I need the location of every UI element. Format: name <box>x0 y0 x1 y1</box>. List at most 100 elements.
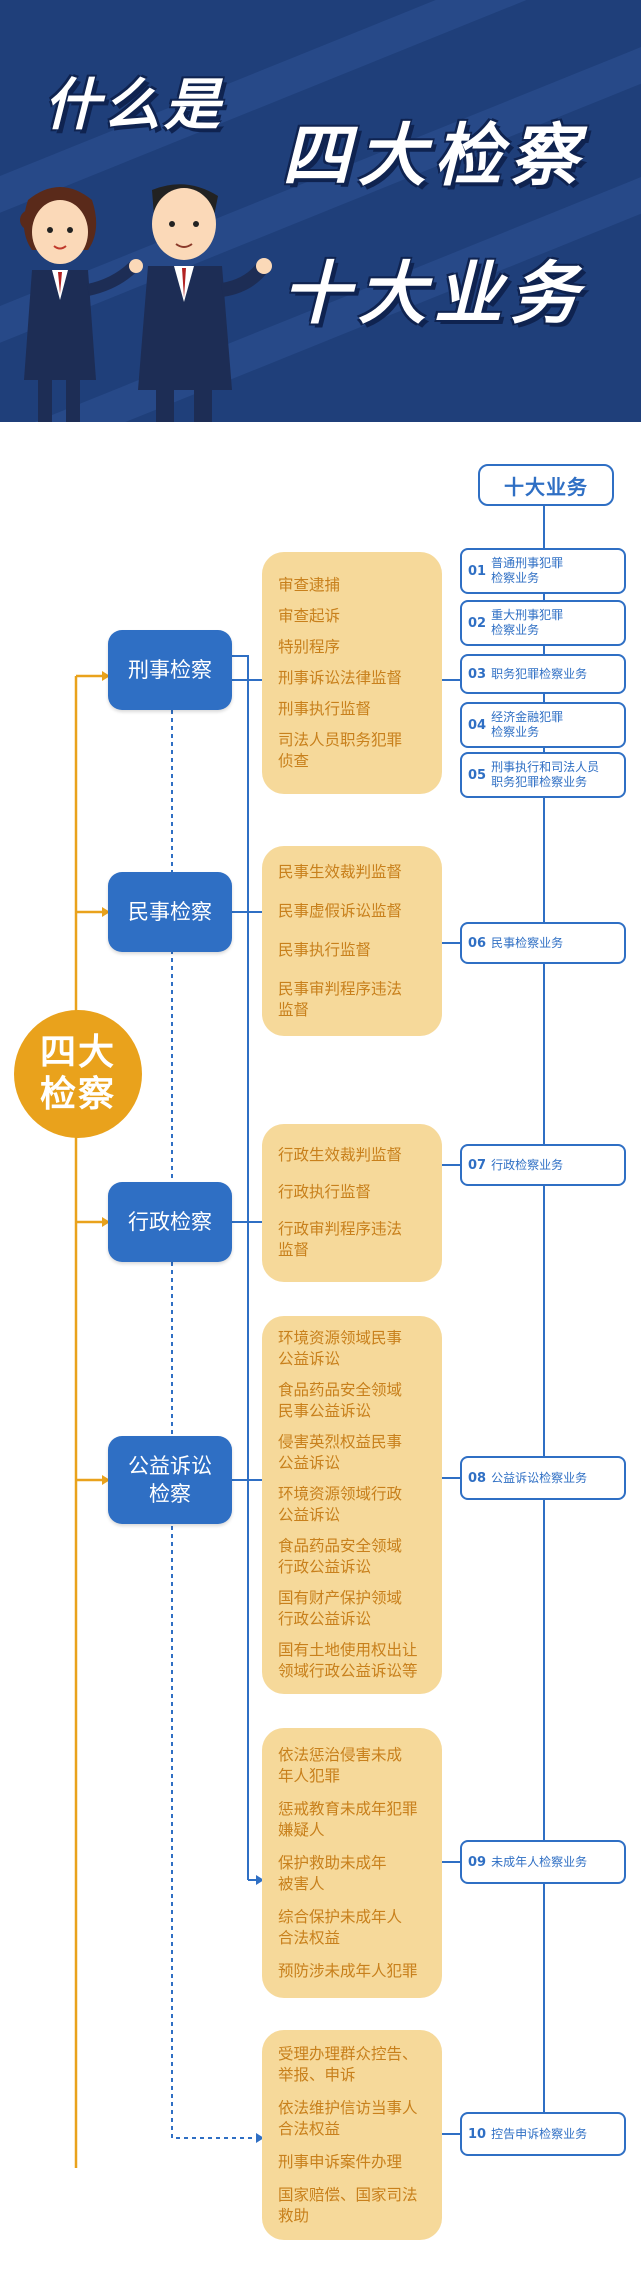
sub-task-item-line: 预防涉未成年人犯罪 <box>278 1961 418 1980</box>
business-label-line: 公益诉讼检察业务 <box>491 1470 588 1485</box>
business-label: 经济金融犯罪检察业务 <box>491 710 563 740</box>
sub-task-item: 国有土地使用权出让领域行政公益诉讼等 <box>278 1640 434 1682</box>
sub-task-item-line: 国家赔偿、国家司法 <box>278 2185 418 2204</box>
sub-task-item-line: 综合保护未成年人 <box>278 1907 403 1926</box>
business-label-line: 刑事执行和司法人员 <box>491 760 600 774</box>
sub-task-item-line: 公益诉讼 <box>278 1506 341 1524</box>
business-label-line: 控告申诉检察业务 <box>491 2126 588 2141</box>
sub-task-item: 综合保护未成年人合法权益 <box>278 1907 434 1949</box>
business-number: 03 <box>468 666 487 682</box>
category-label: 刑事检察 <box>128 657 212 682</box>
category-label-line1: 公益诉讼 <box>128 1453 212 1478</box>
business-label-line: 经济金融犯罪 <box>491 710 564 724</box>
business-label: 控告申诉检察业务 <box>491 2127 587 2142</box>
sub-task-item: 食品药品安全领域民事公益诉讼 <box>278 1380 434 1422</box>
business-label: 未成年人检察业务 <box>491 1855 587 1870</box>
sub-task-item: 食品药品安全领域行政公益诉讼 <box>278 1536 434 1578</box>
sub-task-item-line: 公益诉讼 <box>278 1350 341 1368</box>
sub-task-item: 国家赔偿、国家司法救助 <box>278 2185 434 2227</box>
sub-task-item-line: 国有土地使用权出让 <box>278 1641 418 1659</box>
sub-task-item: 依法惩治侵害未成年人犯罪 <box>278 1745 434 1787</box>
sub-task-item-line: 刑事申诉案件办理 <box>278 2152 403 2171</box>
sub-task-item-line: 合法权益 <box>278 2119 341 2138</box>
business-label-line: 检察业务 <box>491 623 540 637</box>
business-item: 03 职务犯罪检察业务 <box>460 654 626 694</box>
sub-task-item-line: 行政生效裁判监督 <box>278 1146 403 1164</box>
sub-task-item: 特别程序 <box>278 637 434 658</box>
business-item: 07 行政检察业务 <box>460 1144 626 1186</box>
sub-task-item-line: 保护救助未成年 <box>278 1853 387 1872</box>
hub-label-line2: 检察 <box>39 1074 116 1115</box>
sub-task-item: 惩戒教育未成年犯罪嫌疑人 <box>278 1799 434 1841</box>
business-label-line: 检察业务 <box>491 725 540 739</box>
sub-task-item-line: 民事虚假诉讼监督 <box>278 901 403 920</box>
sub-task-item: 民事执行监督 <box>278 940 434 961</box>
sub-task-item: 侵害英烈权益民事公益诉讼 <box>278 1432 434 1474</box>
sub-task-item-line: 国有财产保护领域 <box>278 1589 403 1607</box>
business-item: 09 未成年人检察业务 <box>460 1840 626 1884</box>
sub-task-item: 刑事申诉案件办理 <box>278 2152 434 2173</box>
business-label: 职务犯罪检察业务 <box>491 667 587 682</box>
business-label-line: 行政检察业务 <box>491 1157 564 1172</box>
business-number: 10 <box>468 2126 487 2142</box>
sub-task-item-line: 依法维护信访当事人 <box>278 2098 418 2117</box>
category-civil: 民事检察 <box>108 872 232 952</box>
business-number: 09 <box>468 1854 487 1870</box>
business-label: 重大刑事犯罪检察业务 <box>491 608 563 638</box>
sub-task-item: 司法人员职务犯罪侦查 <box>278 730 434 772</box>
sub-task-item: 刑事执行监督 <box>278 699 434 720</box>
business-label: 普通刑事犯罪检察业务 <box>491 556 563 586</box>
business-label-line: 职务犯罪检察业务 <box>491 775 588 789</box>
business-number: 05 <box>468 767 487 783</box>
business-number: 07 <box>468 1157 487 1173</box>
sub-task-item: 刑事诉讼法律监督 <box>278 668 434 689</box>
header-title-line2: 四大检察 <box>282 117 587 196</box>
sub-task-item-line: 环境资源领域行政 <box>278 1485 403 1503</box>
sub-task-item-line: 行政审判程序违法 <box>278 1220 403 1238</box>
business-label-line: 未成年人检察业务 <box>491 1854 588 1869</box>
business-number: 02 <box>468 615 487 631</box>
sub-task-item-line: 监督 <box>278 1000 310 1019</box>
business-label: 刑事执行和司法人员职务犯罪检察业务 <box>491 760 599 790</box>
sub-task-item-line: 刑事执行监督 <box>278 699 372 718</box>
sub-task-item-line: 年人犯罪 <box>278 1766 341 1785</box>
sub-task-panel: 审查逮捕审查起诉特别程序刑事诉讼法律监督刑事执行监督司法人员职务犯罪侦查 <box>262 552 442 794</box>
sub-task-item-line: 领域行政公益诉讼等 <box>278 1662 418 1680</box>
sub-task-item-line: 公益诉讼 <box>278 1454 341 1472</box>
sub-task-item: 依法维护信访当事人合法权益 <box>278 2098 434 2140</box>
header-title-line1: 什么是 <box>44 73 224 138</box>
header-banner: 什么是 四大检察 十大业务 <box>0 0 641 422</box>
category-label: 行政检察 <box>128 1209 212 1234</box>
sub-task-item-line: 食品药品安全领域 <box>278 1381 403 1399</box>
sub-task-item: 保护救助未成年被害人 <box>278 1853 434 1895</box>
sub-task-item-line: 食品药品安全领域 <box>278 1537 403 1555</box>
sub-task-item-line: 民事执行监督 <box>278 940 372 959</box>
sub-task-panel: 受理办理群众控告、举报、申诉依法维护信访当事人合法权益刑事申诉案件办理国家赔偿、… <box>262 2030 442 2240</box>
sub-task-item-line: 司法人员职务犯罪 <box>278 730 403 749</box>
sub-task-item-line: 行政公益诉讼 <box>278 1558 372 1576</box>
business-label: 公益诉讼检察业务 <box>491 1471 587 1486</box>
four-procuratorates-hub: 四大 检察 <box>14 1010 142 1138</box>
sub-task-item-line: 侦查 <box>278 751 310 770</box>
business-number: 04 <box>468 717 487 733</box>
sub-task-item-line: 嫌疑人 <box>278 1820 325 1839</box>
sub-task-panel: 环境资源领域民事公益诉讼食品药品安全领域民事公益诉讼侵害英烈权益民事公益诉讼环境… <box>262 1316 442 1694</box>
sub-task-item-line: 合法权益 <box>278 1928 341 1947</box>
business-item: 10 控告申诉检察业务 <box>460 2112 626 2156</box>
category-public-interest-litigation: 公益诉讼 检察 <box>108 1436 232 1524</box>
business-label-line: 检察业务 <box>491 571 540 585</box>
header-title-line3: 十大业务 <box>282 255 587 334</box>
sub-task-item-line: 行政公益诉讼 <box>278 1610 372 1628</box>
sub-task-item: 预防涉未成年人犯罪 <box>278 1961 434 1982</box>
business-number: 06 <box>468 935 487 951</box>
sub-task-item-line: 举报、申诉 <box>278 2065 356 2084</box>
sub-task-item: 民事虚假诉讼监督 <box>278 901 434 922</box>
sub-task-item-line: 特别程序 <box>278 637 341 656</box>
sub-task-item-line: 民事生效裁判监督 <box>278 862 403 881</box>
business-label-line: 普通刑事犯罪 <box>491 556 564 570</box>
